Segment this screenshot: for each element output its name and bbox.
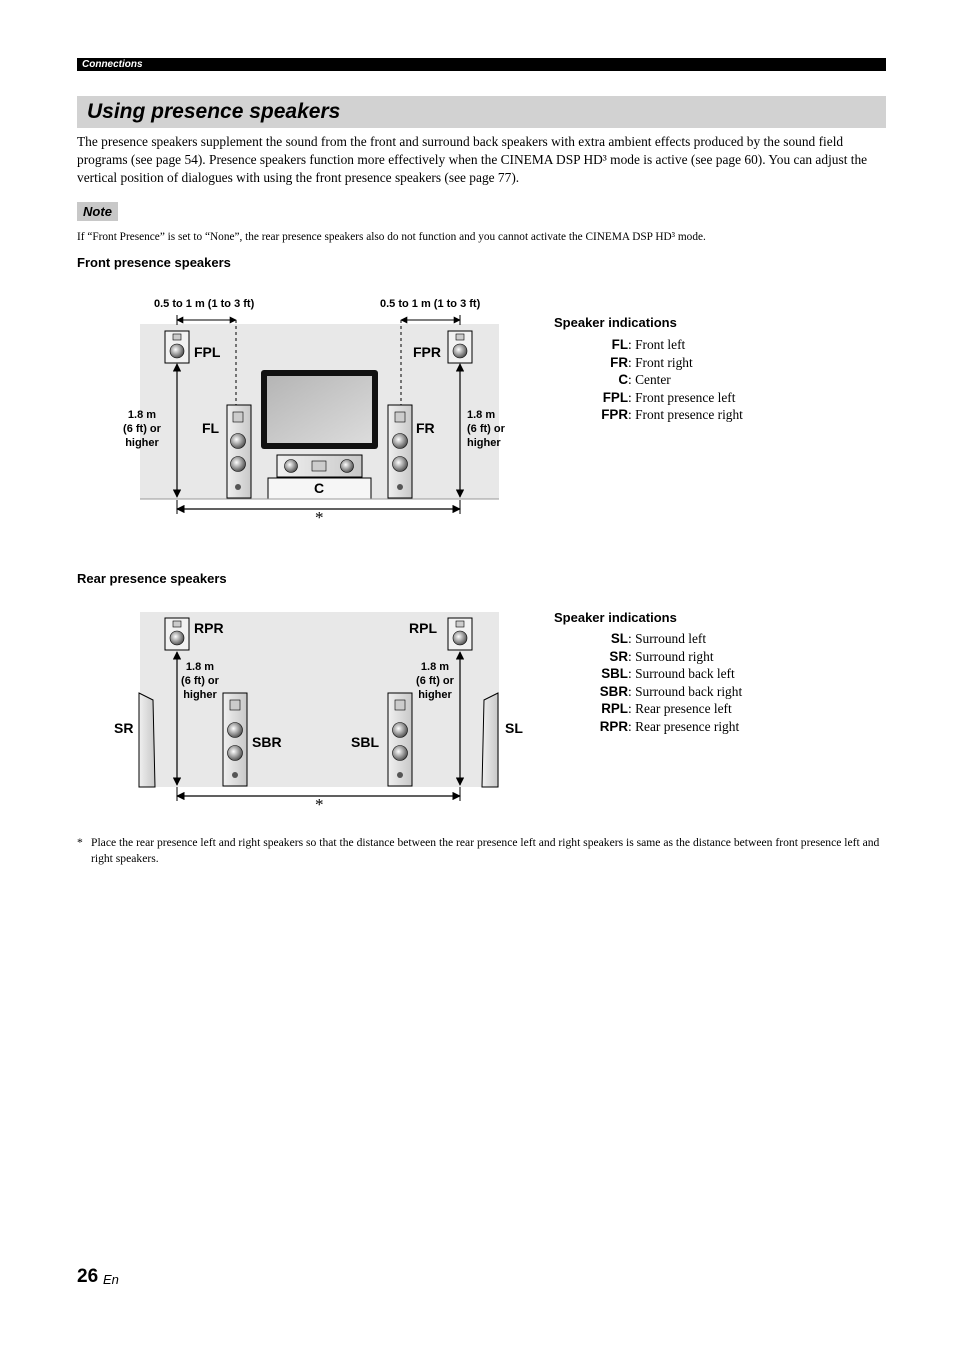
c-label: C (314, 480, 325, 496)
front-section-heading: Front presence speakers (77, 255, 231, 270)
sbl-speaker (387, 692, 413, 787)
indication-row: C: Center (618, 372, 671, 388)
indication-row: SR: Surround right (609, 648, 714, 664)
indication-row: RPL: Rear presence left (601, 701, 732, 717)
sbl-label: SBL (351, 734, 379, 750)
fl-speaker (226, 404, 252, 499)
fl-label: FL (202, 420, 220, 436)
sl-speaker (481, 692, 499, 788)
rpr-label: RPR (194, 620, 224, 636)
sr-label: SR (114, 720, 134, 736)
fr-label: FR (416, 420, 435, 436)
title-band: Using presence speakers (77, 96, 886, 128)
page-title: Using presence speakers (87, 100, 341, 123)
sbr-label: SBR (252, 734, 282, 750)
rear-indications-heading: Speaker indications (554, 610, 677, 625)
footnote: * Place the rear presence left and right… (77, 835, 886, 867)
sbr-speaker (222, 692, 248, 787)
page-number: 26 (77, 1266, 99, 1287)
fpr-label: FPR (413, 344, 441, 360)
sr-speaker (138, 692, 156, 788)
front-left-offset-label: 0.5 to 1 m (1 to 3 ft) (154, 298, 255, 310)
front-indications-list: FL: Front left FR: Front right C: Center… (528, 336, 743, 424)
rear-asterisk: * (315, 795, 324, 814)
fpl-speaker (164, 330, 190, 364)
note-text: If “Front Presence” is set to “None”, th… (77, 231, 706, 243)
indication-row: RPR: Rear presence right (599, 718, 740, 734)
indication-row: FPL: Front presence left (602, 389, 736, 405)
front-asterisk: * (315, 508, 324, 527)
front-right-offset-label: 0.5 to 1 m (1 to 3 ft) (380, 298, 481, 310)
fpr-speaker (447, 330, 473, 364)
fr-speaker (387, 404, 413, 499)
page-language: En (103, 1272, 119, 1287)
section-header-bar: Connections (77, 58, 886, 71)
indication-row: FL: Front left (611, 337, 686, 352)
intro-paragraph: The presence speakers supplement the sou… (77, 134, 868, 185)
indication-row: SBR: Surround back right (599, 683, 743, 699)
note-label: Note (77, 202, 118, 221)
tv-screen (261, 370, 378, 449)
rpl-label: RPL (409, 620, 437, 636)
front-indications-heading: Speaker indications (554, 315, 677, 330)
rpr-speaker (164, 617, 190, 651)
footnote-mark: * (77, 836, 83, 849)
footnote-text: Place the rear presence left and right s… (91, 836, 880, 865)
fpl-label: FPL (194, 344, 221, 360)
indication-row: SL: Surround left (610, 631, 707, 646)
rear-section-heading: Rear presence speakers (77, 571, 227, 586)
rpl-speaker (447, 617, 473, 651)
sl-label: SL (505, 720, 523, 736)
indication-row: SBL: Surround back left (601, 666, 735, 682)
section-label: Connections (82, 59, 143, 70)
indication-row: FPR: Front presence right (601, 407, 743, 423)
rear-indications-list: SL: Surround left SR: Surround right SBL… (528, 630, 742, 736)
center-speaker (276, 454, 363, 478)
indication-row: FR: Front right (610, 354, 693, 370)
